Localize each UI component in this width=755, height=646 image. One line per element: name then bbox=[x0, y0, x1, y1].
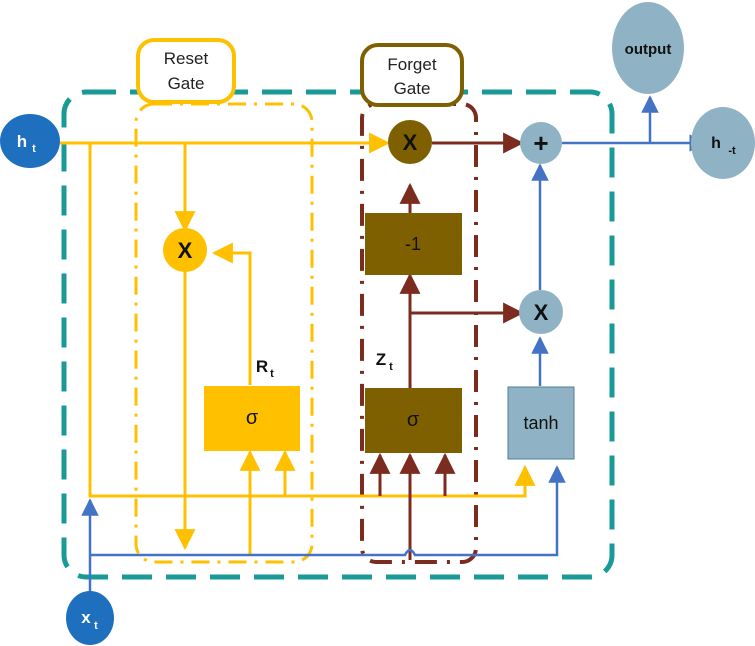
r-t-sub: t bbox=[270, 368, 274, 380]
forget-gate-label-line1: Forget bbox=[387, 55, 436, 74]
forget-multiply-node bbox=[388, 120, 432, 164]
x-input-label: x bbox=[81, 608, 91, 627]
forget-gate-label-box bbox=[360, 43, 464, 107]
forget-gate-label-line2: Gate bbox=[394, 79, 431, 98]
reset-path-lines bbox=[60, 132, 536, 555]
update-multiply-node bbox=[519, 290, 563, 334]
r-t-label: R bbox=[256, 357, 268, 376]
h-input-sub: t bbox=[32, 143, 36, 155]
tanh-box bbox=[507, 386, 575, 460]
forget-gate-region bbox=[360, 102, 478, 564]
z-t-sub: t bbox=[389, 361, 393, 373]
reset-multiply-node bbox=[163, 228, 207, 272]
output-label: output bbox=[625, 41, 672, 58]
minus-one-box bbox=[365, 213, 462, 275]
h-output-label: h bbox=[711, 135, 721, 152]
update-sigma-box bbox=[365, 388, 462, 453]
update-sigma-label: σ bbox=[407, 409, 420, 431]
blue-path-lines bbox=[81, 95, 707, 596]
reset-sigma-box bbox=[204, 386, 300, 451]
reset-sigma-label: σ bbox=[246, 407, 259, 429]
h-input-node bbox=[0, 114, 60, 168]
add-node bbox=[520, 122, 562, 164]
update-path-lines bbox=[369, 132, 525, 560]
output-node bbox=[612, 2, 684, 94]
reset-gate-region bbox=[134, 102, 314, 564]
h-output-sub: -t bbox=[728, 145, 736, 157]
gru-cell-border bbox=[61, 89, 615, 580]
reset-gate-label-line2: Gate bbox=[168, 74, 205, 93]
z-t-label: Z bbox=[376, 350, 386, 369]
tanh-label: tanh bbox=[523, 413, 558, 433]
reset-gate-label-box bbox=[136, 38, 236, 104]
reset-multiply-label: X bbox=[178, 238, 193, 263]
h-input-label: h bbox=[17, 132, 27, 151]
forget-multiply-label: X bbox=[403, 130, 418, 155]
reset-gate-label-line1: Reset bbox=[164, 49, 209, 68]
minus-one-label: -1 bbox=[405, 234, 421, 254]
add-label: + bbox=[533, 128, 548, 158]
update-multiply-label: X bbox=[534, 300, 549, 325]
x-input-node bbox=[66, 591, 114, 645]
h-output-node bbox=[691, 107, 755, 179]
x-input-sub: t bbox=[94, 620, 98, 632]
